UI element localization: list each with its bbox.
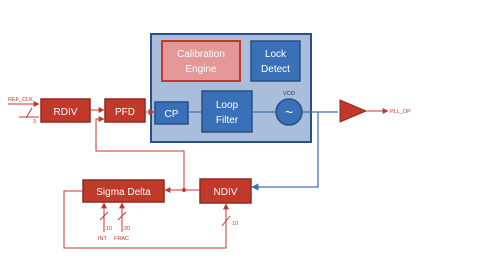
bus-slash-frac — [117, 211, 127, 221]
vco-sine-icon: ~ — [285, 104, 293, 120]
output-buffer-triangle — [339, 99, 368, 123]
calibration-engine-block — [161, 40, 241, 82]
lock-detect-label-2: Detect — [261, 64, 290, 75]
pll-op-label: PLL_OP — [390, 109, 411, 115]
pfd-block — [104, 98, 146, 123]
int-bus-width: 10 — [106, 226, 112, 232]
wire-sigma-to-ndiv-ctrl — [63, 190, 229, 249]
sigma-delta-label: Sigma Delta — [96, 187, 151, 198]
bus-slash-int — [99, 211, 109, 221]
lock-detect-block — [250, 40, 301, 82]
loop-filter-label-1: Loop — [216, 100, 239, 111]
frac-label: FRAC — [114, 236, 129, 242]
rdiv-label: RDIV — [54, 107, 78, 118]
ndiv-label: NDIV — [214, 187, 238, 198]
cp-block — [154, 101, 189, 125]
lock-detect-label-1: Lock — [265, 49, 287, 60]
bus-slash-ndiv — [221, 215, 231, 227]
ref-clk-label: REF_CLK — [8, 97, 33, 103]
frac-bus-width: 20 — [124, 226, 130, 232]
vco-label: VCO — [283, 91, 296, 97]
ndiv-block — [199, 178, 252, 204]
junction-dot — [182, 188, 186, 192]
bus-slash-rdiv — [25, 107, 33, 119]
ndiv-bus-width: 10 — [232, 221, 238, 227]
cp-label: CP — [165, 109, 179, 120]
pfd-label: PFD — [115, 107, 135, 118]
loop-filter-label-2: Filter — [216, 115, 239, 126]
loop-filter-block — [201, 90, 253, 133]
calibration-engine-label-2: Engine — [185, 64, 217, 75]
rdiv-bus-width: 3 — [33, 119, 36, 125]
wire-feedback-to-pfd — [95, 116, 185, 190]
calibration-engine-label-1: Calibration — [177, 49, 225, 60]
wire-feedback-to-ndiv — [251, 112, 319, 191]
int-label: INT — [98, 236, 108, 242]
